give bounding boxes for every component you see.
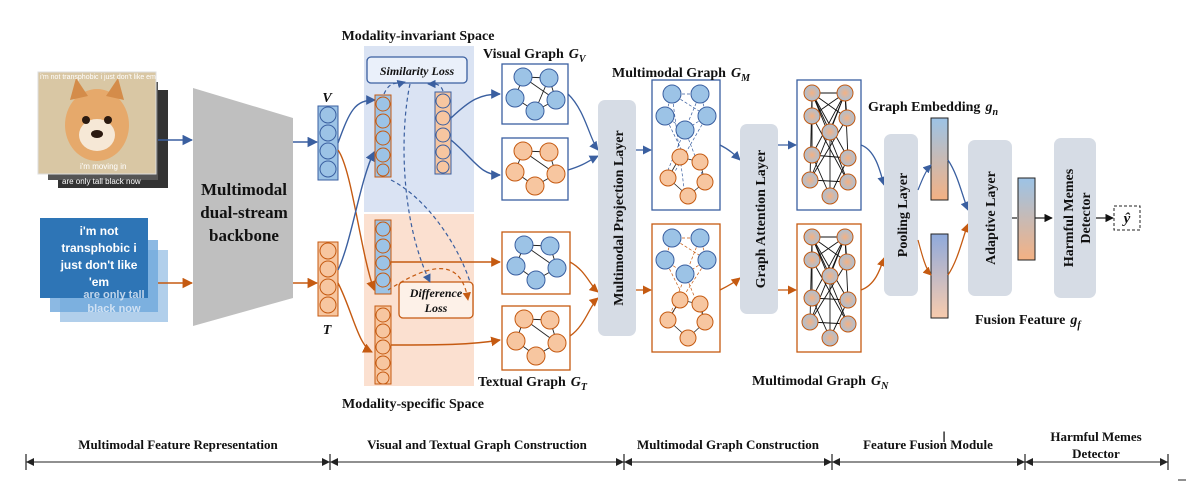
arrow-to-visual-graph-1 xyxy=(450,89,501,119)
dash-sim-1 xyxy=(383,80,406,95)
specific-space-title: Modality-specific Space xyxy=(342,397,484,412)
output-box xyxy=(1113,205,1141,231)
similarity-loss-box xyxy=(366,56,468,84)
stage-label-5-line-2: Detector xyxy=(1072,446,1120,461)
stage-label-2: Visual and Textual Graph Construction xyxy=(367,437,588,452)
output-label: ŷ xyxy=(1122,211,1131,227)
meme-text-stack: i'm not transphobic i just don't like 'e… xyxy=(40,218,168,322)
stage-label-1: Multimodal Feature Representation xyxy=(78,437,278,452)
pooling-layer-label: Pooling Layer xyxy=(896,173,911,257)
stage-label-3: Multimodal Graph Construction xyxy=(637,437,820,452)
dog-picture xyxy=(65,78,129,161)
detector-layer xyxy=(1054,138,1096,298)
attention-layer-label: Graph Attention Layer xyxy=(754,150,769,288)
graph-embedding-bar-1 xyxy=(930,117,949,201)
visual-graph-1 xyxy=(501,63,569,125)
meme-image-stack: i'm not transphobic i just don't like em… xyxy=(37,71,168,188)
arrow-gn2-pool xyxy=(860,257,886,291)
meme-text-line-2: transphobic i xyxy=(61,241,136,255)
invariant-space-title: Modality-invariant Space xyxy=(342,29,495,44)
arrow-t-to-invariant xyxy=(337,151,375,271)
textual-graph-2 xyxy=(501,305,571,371)
projection-layer-label: Multimodal Projection Layer xyxy=(612,130,627,306)
graph-embedding-bar-2 xyxy=(930,233,949,319)
meme-image-top-text: i'm not transphobic i just don't like em xyxy=(40,74,156,81)
t-vector-label: T xyxy=(323,323,333,338)
meme-text-line-3: just don't like xyxy=(60,258,138,272)
difference-loss-box xyxy=(398,281,474,319)
arrow-tg1-proj xyxy=(569,261,599,293)
stage-label-5: Harmful Memes xyxy=(1050,429,1141,444)
visual-graph-2 xyxy=(501,137,569,201)
dash-cross-1 xyxy=(403,83,431,283)
projection-layer xyxy=(598,100,636,336)
stage-label-4: Feature Fusion Module xyxy=(863,437,993,452)
arrow-to-textual-graph-2 xyxy=(390,336,501,347)
invariant-v-vector xyxy=(374,94,392,178)
stage-timeline: Multimodal Feature Representation Visual… xyxy=(25,429,1169,470)
backbone-shape xyxy=(193,88,293,326)
difference-loss-label-1: Difference xyxy=(409,286,463,300)
pooling-layer xyxy=(884,134,918,296)
arrow-emb1-adapt xyxy=(947,159,970,211)
backbone-label-2: dual-stream xyxy=(200,203,288,222)
detector-label-2: Detector xyxy=(1079,192,1094,243)
multimodal-graph-n-2 xyxy=(796,223,862,353)
arrow-pool-emb2 xyxy=(917,239,932,276)
textual-graph-1 xyxy=(501,231,571,295)
meme-image-bottom-text-2: are only tall black now xyxy=(62,177,141,186)
meme-text-line-1: i'm not xyxy=(80,224,119,238)
multimodal-graph-n-1 xyxy=(796,79,862,211)
t-vector xyxy=(317,241,339,317)
arrow-emb2-adapt xyxy=(947,223,970,276)
adaptive-layer xyxy=(968,140,1012,296)
dash-sim-2 xyxy=(427,79,444,92)
arrow-vg2-proj xyxy=(567,155,599,171)
text-cursor-icon: I xyxy=(942,430,946,446)
attention-layer xyxy=(740,124,778,314)
detector-label-1: Harmful Memes xyxy=(1062,168,1077,267)
arrow-v-to-invariant xyxy=(337,95,376,144)
arrow-tg2-proj xyxy=(569,297,599,337)
meme-text-line-4: 'em xyxy=(89,275,109,289)
multimodal-graph-m-1 xyxy=(651,79,721,211)
meme-text-ghost-1: are only tall xyxy=(83,289,144,301)
fusion-feature-bar xyxy=(1017,177,1036,261)
specific-t-vector xyxy=(374,305,392,385)
arrow-gm2-att xyxy=(719,277,741,291)
arrow-to-visual-graph-2 xyxy=(450,139,501,180)
backbone-label-3: backbone xyxy=(209,226,279,245)
meme-text-front xyxy=(40,218,148,298)
arrow-pool-emb1 xyxy=(917,164,932,191)
dash-cross-2 xyxy=(390,179,471,283)
arrow-gm1-att xyxy=(719,144,741,161)
similarity-loss-label: Similarity Loss xyxy=(380,64,455,78)
backbone-label-1: Multimodal xyxy=(201,180,287,199)
adaptive-layer-label: Adaptive Layer xyxy=(984,171,999,265)
arrow-gn1-pool xyxy=(860,144,887,186)
v-vector-label: V xyxy=(322,91,333,106)
meme-text-ghost-2: black now xyxy=(87,303,141,315)
backbone: Multimodal dual-stream backbone xyxy=(193,88,293,326)
meme-image-bottom-text-1: i'm moving in xyxy=(80,162,126,171)
specific-v-vector xyxy=(374,219,392,295)
difference-loss-label-2: Loss xyxy=(424,301,448,315)
arrow-t-to-specific xyxy=(337,282,373,353)
arrow-vg1-proj xyxy=(567,93,599,151)
multimodal-graph-m-2 xyxy=(651,223,721,353)
v-vector xyxy=(317,105,339,181)
invariant-t-vector xyxy=(434,91,452,175)
